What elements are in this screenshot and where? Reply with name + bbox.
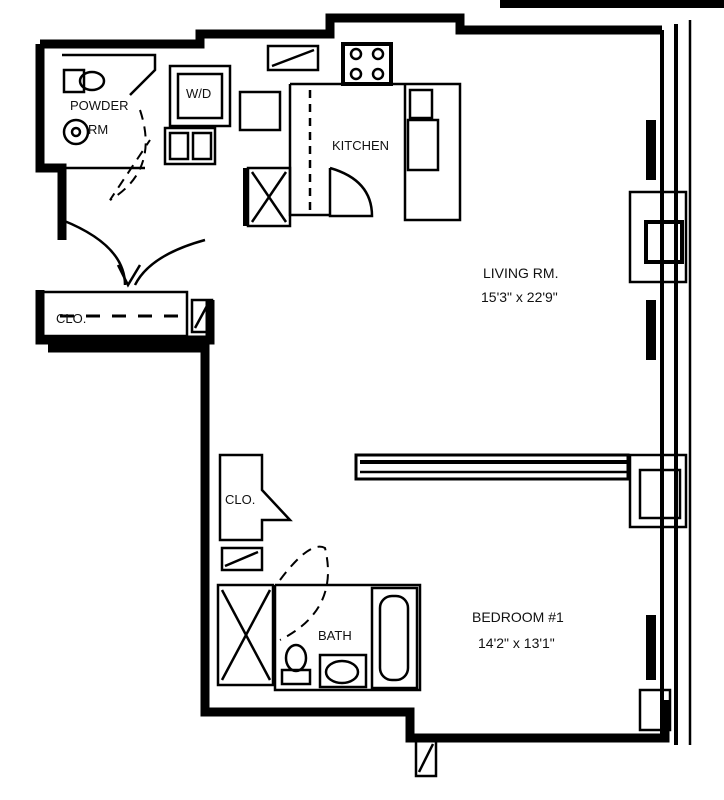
bedroom-dims: 14'2" x 13'1" (478, 635, 555, 651)
partition-wall (354, 453, 630, 481)
bath-sink-icon (324, 659, 360, 685)
bedroom-closet-label: CLO. (225, 492, 255, 507)
cabinet-box (238, 90, 282, 132)
fridge-icon (246, 166, 292, 228)
washer-dryer-label: W/D (186, 86, 211, 101)
kitchen-sink-icon (406, 118, 440, 172)
range-icon (341, 42, 393, 86)
bath-toilet-icon (284, 643, 308, 673)
powder-room (62, 53, 157, 201)
entry-closet-label: CLO. (56, 311, 86, 326)
powder-room-label-1: POWDER (70, 98, 129, 113)
powder-room-label-2: RM (88, 122, 108, 137)
living-room-dims: 15'3" x 22'9" (481, 289, 558, 305)
shelf-box (220, 546, 264, 572)
bedroom-label: BEDROOM #1 (472, 609, 564, 625)
entry (40, 218, 214, 338)
laundry (163, 64, 282, 166)
kitchen (243, 42, 462, 228)
entry-closet-box (40, 290, 189, 338)
microwave-icon (266, 44, 320, 72)
kitchen-label: KITCHEN (332, 138, 389, 153)
bathtub-icon (370, 586, 419, 690)
shower-icon (216, 583, 275, 687)
utility-box-icon-2 (191, 131, 213, 161)
sink-icon (62, 118, 90, 146)
top-border-fragment (500, 0, 724, 8)
toilet-bowl-icon (78, 70, 106, 92)
bath-label: BATH (318, 628, 352, 643)
washer-dryer-box (168, 64, 232, 128)
outer-walls (35, 13, 670, 743)
living-room-label: LIVING RM. (483, 265, 558, 281)
toilet-icon (62, 68, 86, 94)
bath-area (216, 453, 438, 778)
window-wall (628, 20, 692, 745)
utility-box-icon (168, 131, 190, 161)
